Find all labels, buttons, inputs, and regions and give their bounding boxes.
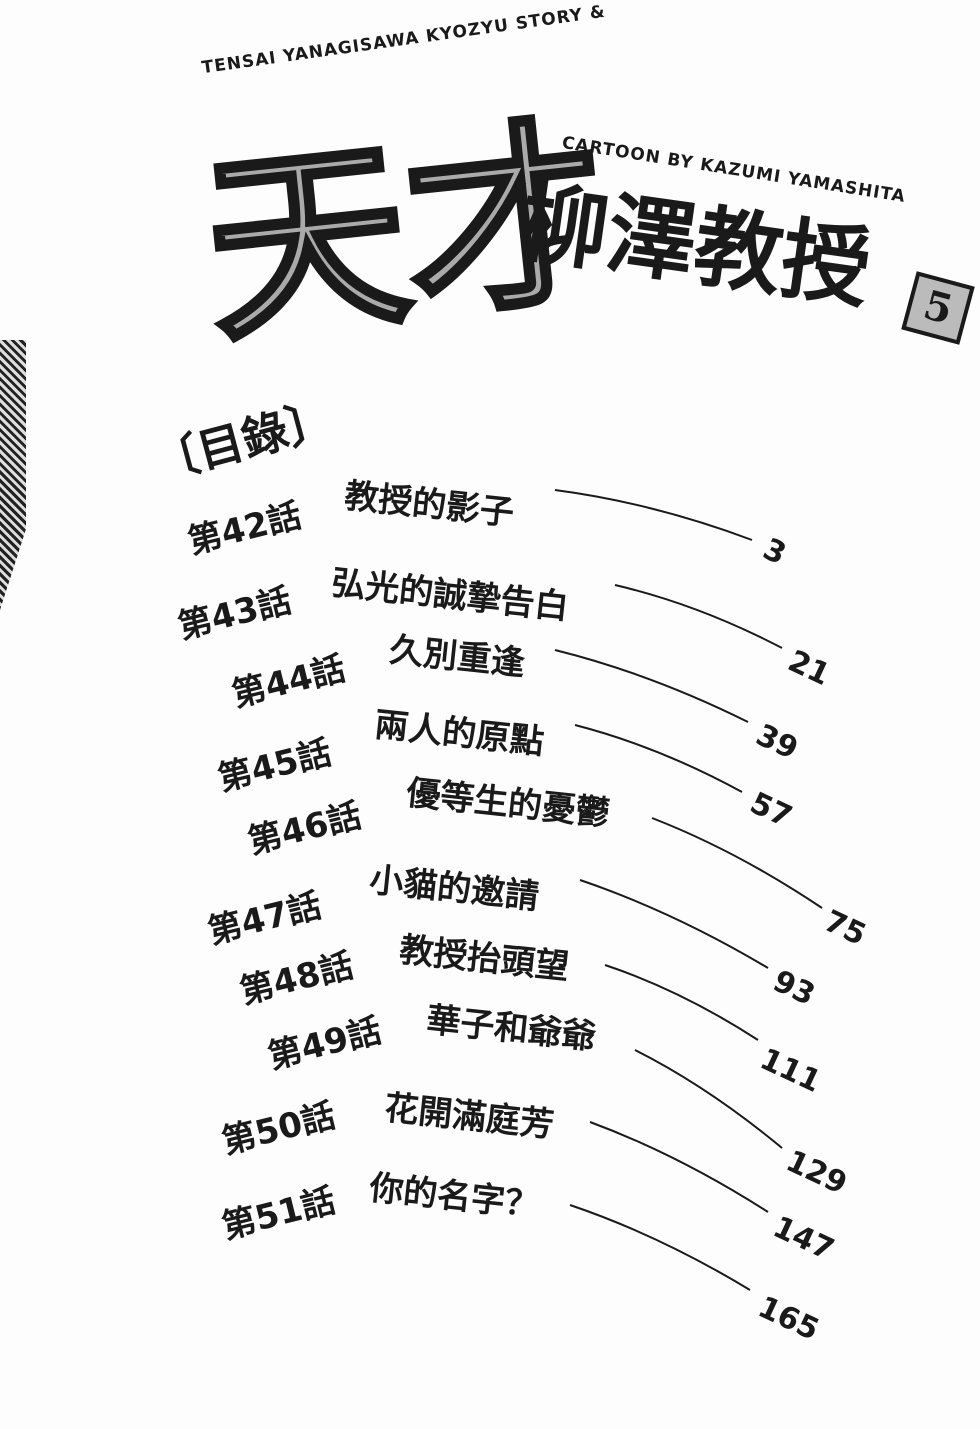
leader-line	[604, 964, 759, 1041]
leader-line	[589, 1121, 769, 1213]
leader-line	[579, 879, 769, 969]
leader-line	[634, 1049, 783, 1149]
leader-line	[651, 817, 823, 909]
leader-line	[569, 1204, 751, 1291]
leader-line	[554, 489, 753, 541]
leader-line	[554, 649, 749, 723]
leader-line	[614, 584, 783, 649]
leader-line	[574, 724, 743, 793]
